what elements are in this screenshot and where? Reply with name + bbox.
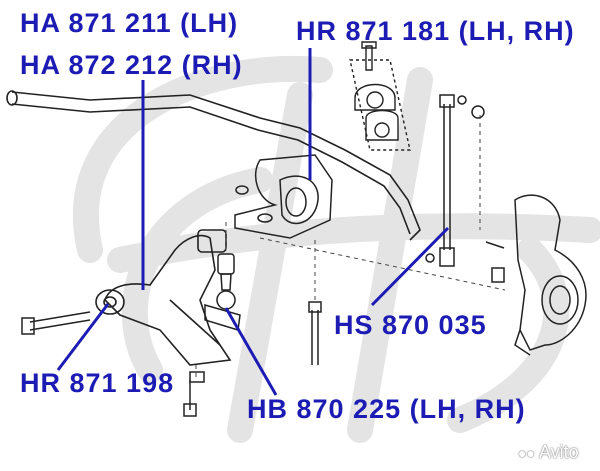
avito-watermark: ●● Avito xyxy=(518,442,579,463)
leader-ball-joint xyxy=(224,307,278,396)
steering-knuckle xyxy=(485,194,587,356)
label-ball-joint: HB 870 225 (LH, RH) xyxy=(247,394,526,424)
avito-brand: Avito xyxy=(538,442,579,462)
guide-lines xyxy=(195,115,506,380)
lower-control-arm xyxy=(95,229,232,366)
stabilizer-link xyxy=(425,94,485,267)
subframe-mount xyxy=(234,154,333,239)
label-stabilizer-bushing: HR 871 181 (LH, RH) xyxy=(296,16,575,46)
bolts xyxy=(21,301,322,417)
leader-arm-bushing xyxy=(56,303,110,371)
label-arm-bushing: HR 871 198 xyxy=(20,368,175,398)
avito-logo-icon: ●● xyxy=(518,445,535,461)
leader-stabilizer-link xyxy=(370,226,450,307)
label-control-arm-lh: HA 871 211 (LH) xyxy=(20,8,239,38)
label-control-arm-rh: HA 872 212 (RH) xyxy=(20,50,243,80)
leader-lines xyxy=(56,48,450,396)
label-stabilizer-link: HS 870 035 xyxy=(334,310,487,340)
ball-joint-parts xyxy=(204,253,241,331)
stabilizer-bushing-parts xyxy=(349,41,411,151)
background-logo-watermark xyxy=(72,56,600,443)
stabilizer-bar xyxy=(6,90,421,241)
